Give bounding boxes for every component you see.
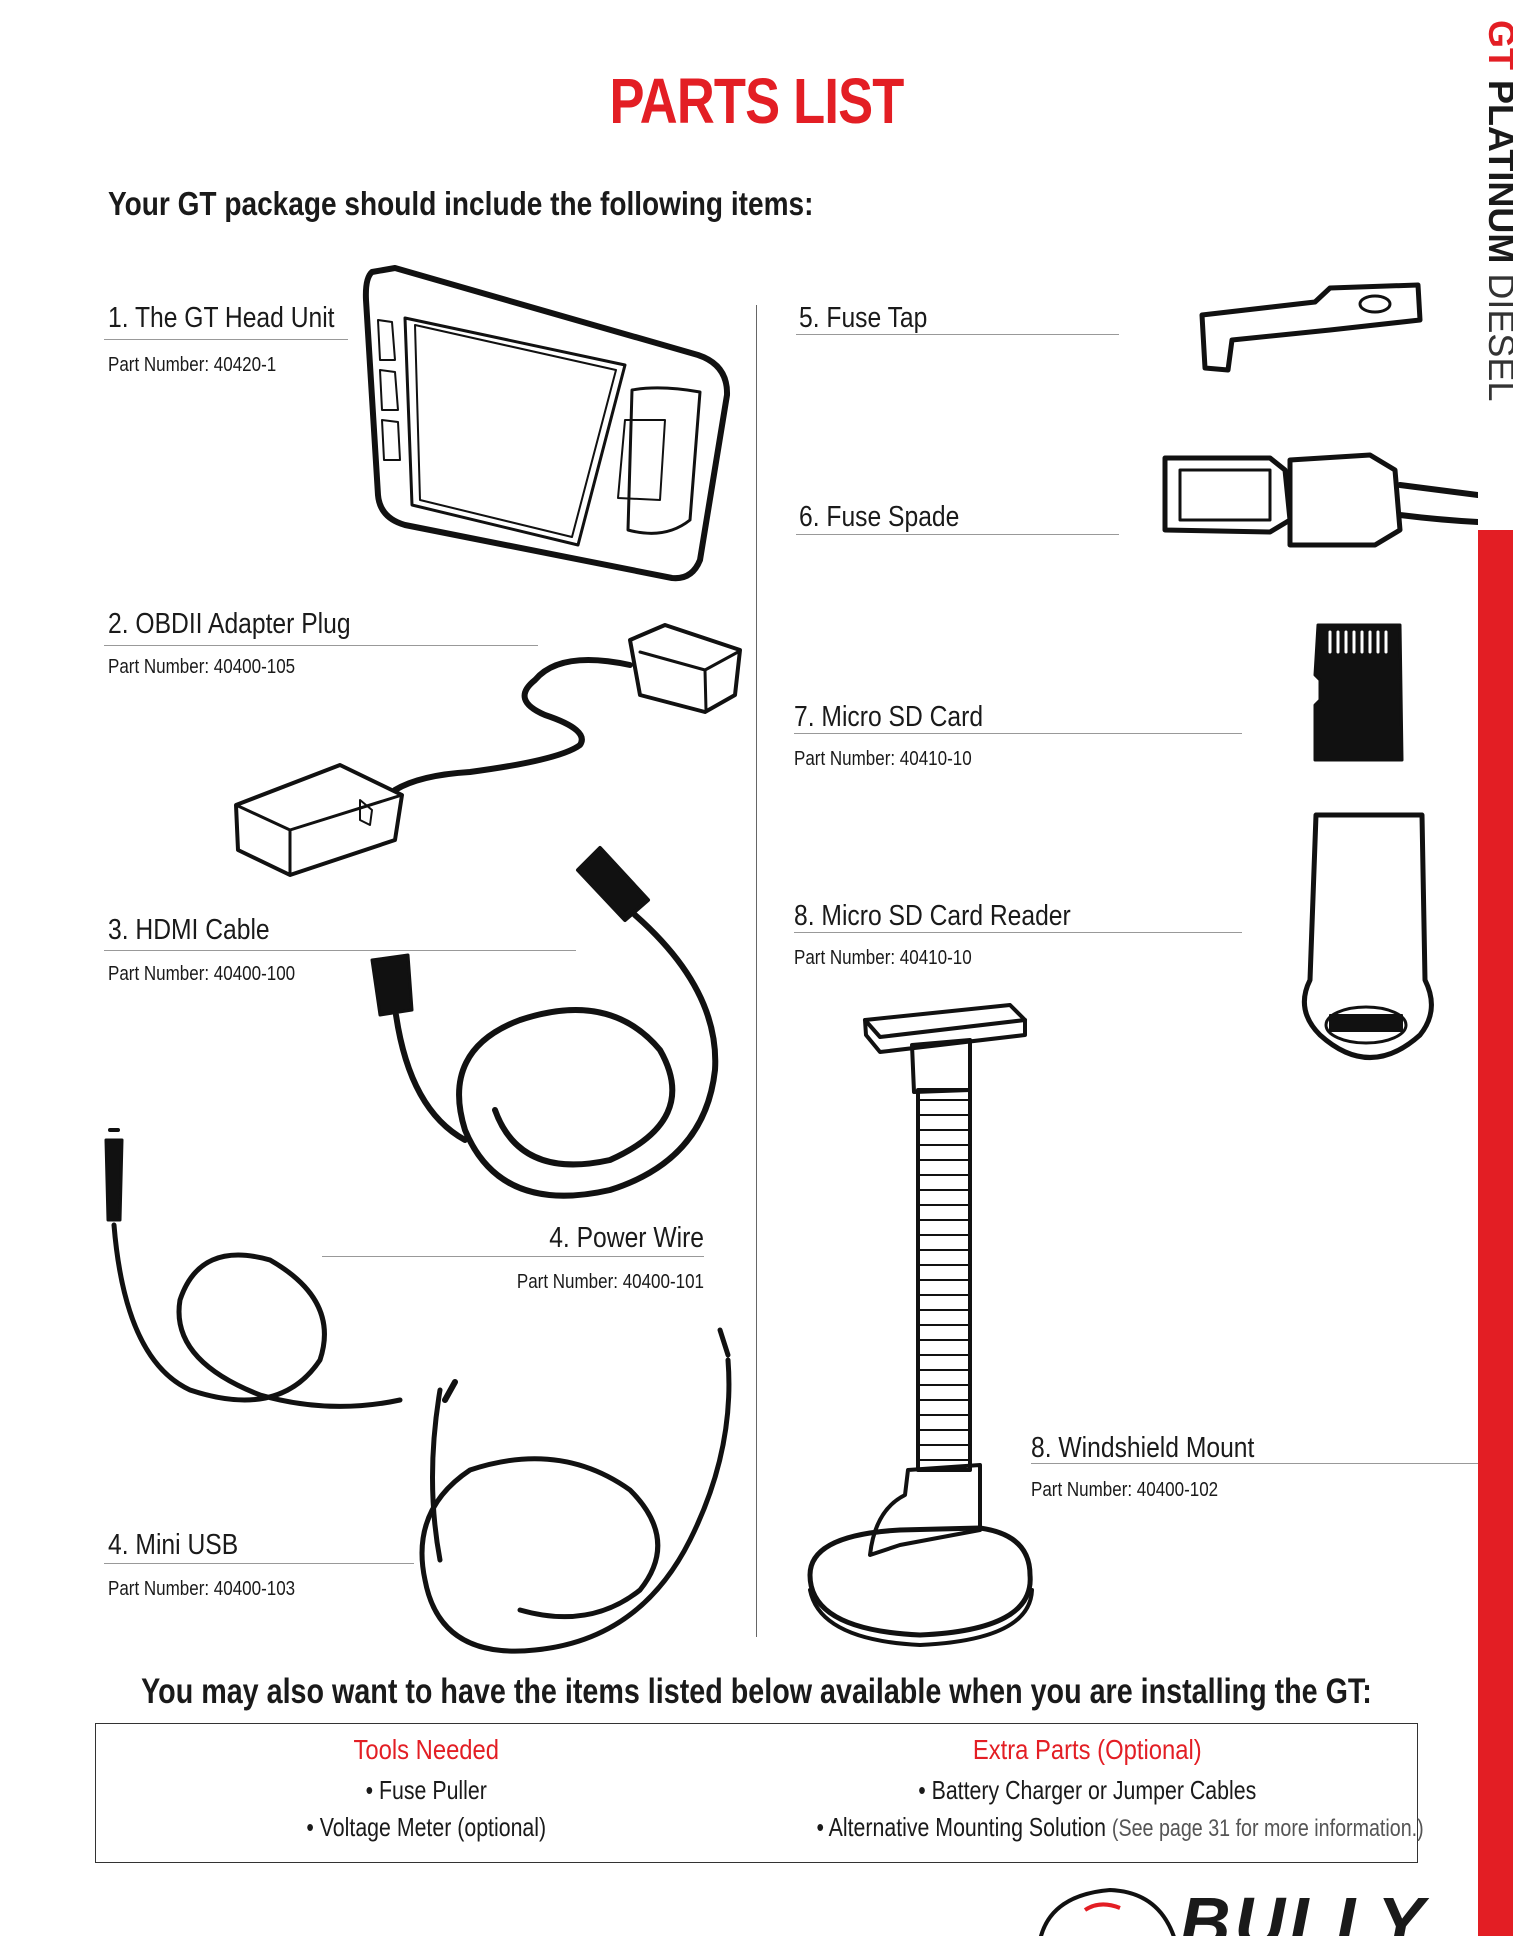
mini-usb-illustration: [419, 1327, 732, 1654]
item-label-obdii: 2. OBDII Adapter Plug: [108, 608, 351, 640]
item-rule: [104, 1563, 414, 1564]
page-title: PARTS LIST: [609, 65, 904, 137]
bully-logo: BULLY: [1030, 1880, 1450, 1936]
item-rule: [322, 1256, 704, 1257]
bulldog-logo-icon: [1039, 1887, 1176, 1936]
side-brand-text: GT PLATINUM DIESEL: [1462, 20, 1513, 490]
tools-needed-column: Tools Needed • Fuse Puller • Voltage Met…: [96, 1724, 757, 1846]
part-number-micro-sd: Part Number: 40410-10: [794, 748, 972, 770]
hdmi-cable-illustration: [370, 846, 719, 1199]
windshield-mount-illustration: [807, 1003, 1034, 1647]
item-rule: [104, 645, 538, 646]
item-label-windshield-mount: 8. Windshield Mount: [1031, 1432, 1255, 1464]
item-rule: [794, 733, 1242, 734]
item-rule: [794, 932, 1242, 933]
micro-sd-card-illustration: [1313, 623, 1404, 762]
extra-parts-title: Extra Parts (Optional): [972, 1734, 1202, 1765]
extras-box: Tools Needed • Fuse Puller • Voltage Met…: [95, 1723, 1423, 1863]
extra-parts-note: (See page 31 for more information.): [1111, 1815, 1424, 1842]
item-label-sd-reader: 8. Micro SD Card Reader: [794, 900, 1071, 932]
fuse-tap-illustration: [1199, 282, 1423, 373]
item-label-mini-usb: 4. Mini USB: [108, 1529, 239, 1561]
item-rule: [796, 534, 1119, 535]
item-label-fuse-spade: 6. Fuse Spade: [799, 501, 960, 533]
item-rule: [796, 334, 1119, 335]
extra-parts-item-text: • Alternative Mounting Solution: [815, 1812, 1106, 1842]
parts-illustrations: [104, 265, 1478, 1654]
tools-item: • Fuse Puller: [365, 1775, 487, 1805]
extras-heading: You may also want to have the items list…: [141, 1672, 1372, 1711]
tools-needed-title: Tools Needed: [353, 1734, 500, 1765]
part-number-head-unit: Part Number: 40420-1: [108, 354, 277, 376]
item-rule: [1031, 1463, 1478, 1464]
item-label-fuse-tap: 5. Fuse Tap: [799, 302, 928, 334]
sd-card-reader-illustration: [1301, 812, 1434, 1060]
page-subtitle: Your GT package should include the follo…: [108, 185, 814, 222]
power-wire-illustration: [104, 1128, 403, 1409]
side-bar-top: [1478, 0, 1513, 530]
item-label-micro-sd: 7. Micro SD Card: [794, 701, 984, 733]
column-divider: [756, 305, 757, 1637]
extra-parts-item: • Alternative Mounting Solution (See pag…: [815, 1809, 1423, 1847]
part-number-obdii: Part Number: 40400-105: [108, 656, 296, 678]
head-unit-illustration: [362, 265, 731, 582]
extra-parts-item: • Battery Charger or Jumper Cables: [917, 1775, 1256, 1805]
item-label-head-unit: 1. The GT Head Unit: [108, 302, 335, 334]
side-brand-platinum: PLATINUM: [1481, 80, 1513, 264]
item-rule: [104, 950, 576, 951]
fuse-spade-illustration: [1162, 452, 1478, 548]
part-number-sd-reader: Part Number: 40410-10: [794, 947, 972, 969]
logo-text: BULLY: [1180, 1883, 1429, 1936]
item-label-power-wire: 4. Power Wire: [549, 1222, 704, 1254]
item-rule: [104, 339, 348, 340]
part-number-power-wire: Part Number: 40400-101: [516, 1271, 704, 1293]
extra-parts-column: Extra Parts (Optional) • Battery Charger…: [757, 1724, 1423, 1847]
part-number-windshield-mount: Part Number: 40400-102: [1031, 1479, 1219, 1501]
tools-item: • Voltage Meter (optional): [306, 1812, 547, 1842]
side-brand-diesel: DIESEL: [1481, 273, 1513, 402]
item-label-hdmi: 3. HDMI Cable: [108, 914, 270, 946]
part-number-hdmi: Part Number: 40400-100: [108, 963, 296, 985]
side-brand-gt: GT: [1481, 20, 1513, 70]
part-number-mini-usb: Part Number: 40400-103: [108, 1578, 296, 1600]
obdii-illustration: [234, 623, 742, 877]
